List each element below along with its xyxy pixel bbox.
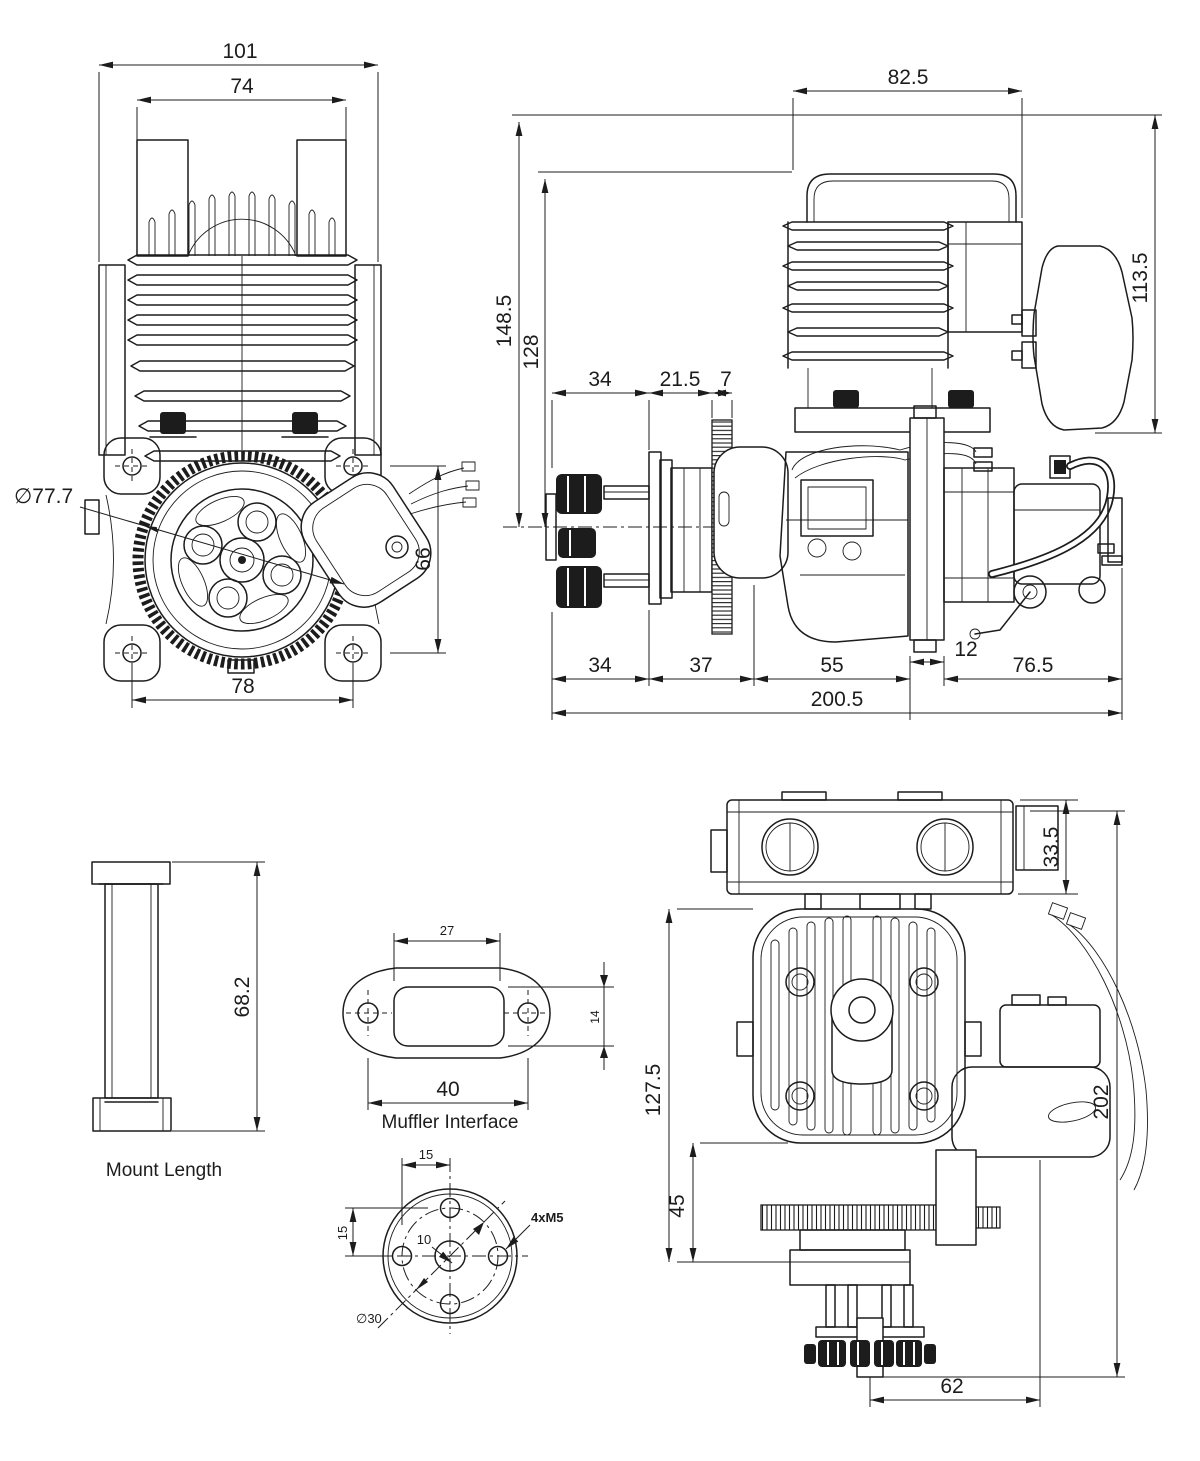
dim-thread-callout: 4xM5	[531, 1210, 564, 1225]
mount-bolt-left	[160, 412, 186, 434]
muffler-view-label: Muffler Interface	[382, 1112, 519, 1133]
dim-center-bore: 10	[417, 1232, 431, 1247]
muffler-interface-view: 27 14 40 Muffler Interface	[342, 923, 614, 1133]
side-view: 148.5 128 82.5 113.5 34 21.5 7 12 34 37	[493, 66, 1162, 720]
dim-seg-case: 55	[820, 654, 843, 677]
dim-upper-width: 82.5	[888, 66, 929, 89]
cylinder-front	[127, 139, 358, 462]
cylinder-head-top	[736, 908, 982, 1144]
dim-hub-length: 21.5	[660, 368, 701, 391]
dim-total-height: 148.5	[493, 295, 516, 348]
crankcase-side	[779, 405, 1015, 653]
dim-port-width: 27	[440, 923, 454, 938]
dim-ignition-height: 66	[412, 547, 435, 570]
dim-bolt-circle: ∅30	[356, 1311, 382, 1326]
ignition-module-top	[951, 902, 1148, 1191]
dim-muffler-height: 113.5	[1129, 253, 1152, 304]
dim-mount-length: 68.2	[231, 977, 254, 1018]
mount-bolt-right	[292, 412, 318, 434]
dim-cylinder-height: 128	[520, 334, 543, 369]
dim-gear-offset: 45	[666, 1194, 689, 1217]
hub-pattern	[372, 1158, 528, 1334]
prop-standoffs-side	[545, 474, 650, 608]
dim-mount-hole-spacing: 78	[231, 675, 254, 698]
dim-shaft-offset: 62	[940, 1375, 963, 1398]
dim-port-height: 14	[588, 1010, 602, 1024]
dim-front-upper-width: 74	[230, 75, 254, 98]
carburetor-side	[969, 455, 1123, 640]
dim-standoff-length-top: 34	[588, 368, 612, 391]
muffler-flange	[342, 967, 551, 1059]
top-dimensions: 33.5 127.5 45 202 62	[642, 799, 1125, 1407]
dim-seg-plate: 12	[954, 638, 977, 661]
dim-carb-height: 33.5	[1040, 827, 1063, 868]
top-view: 33.5 127.5 45 202 62	[642, 791, 1148, 1407]
ignition-module-front	[300, 461, 480, 608]
dim-gear-diameter: ∅77.7	[14, 485, 73, 508]
mount-dimensions: 68.2 Mount Length	[106, 861, 265, 1181]
dim-head-length: 127.5	[642, 1064, 665, 1117]
hub-dimensions: 15 15 10 4xM5 ∅30	[335, 1147, 564, 1326]
carb-block-top	[710, 791, 1059, 910]
dim-bolt-spacing: 40	[436, 1078, 459, 1101]
hub-pattern-view: 15 15 10 4xM5 ∅30	[335, 1147, 564, 1334]
dim-bolt-offset-y: 15	[335, 1226, 350, 1240]
dim-seg-standoff: 34	[588, 654, 612, 677]
mount-standoff	[91, 861, 172, 1132]
mount-view: 68.2 Mount Length	[91, 861, 265, 1181]
dim-overall-length: 200.5	[811, 688, 864, 711]
prop-hub-front	[170, 488, 314, 674]
side-dimensions: 148.5 128 82.5 113.5 34 21.5 7 12 34 37	[493, 66, 1162, 720]
front-view: 101 74 ∅77.7 66 78	[14, 40, 480, 708]
ignition-cover-side	[713, 446, 789, 579]
gear-and-shaft-top	[760, 1149, 1001, 1378]
dim-seg-rear: 76.5	[1013, 654, 1054, 677]
front-dimensions: 101 74 ∅77.7 66 78	[14, 40, 446, 708]
muffler-dimensions: 27 14 40 Muffler Interface	[367, 923, 614, 1133]
dim-seg-hub: 37	[689, 654, 712, 677]
dim-overall-height-top: 202	[1090, 1084, 1113, 1119]
muffler-side	[1011, 245, 1134, 431]
dim-front-overall-width: 101	[222, 40, 257, 63]
dim-bolt-offset-x: 15	[419, 1147, 433, 1162]
dim-gear-thickness: 7	[720, 368, 732, 391]
mount-view-label: Mount Length	[106, 1160, 222, 1181]
cylinder-side	[782, 173, 1023, 433]
mount-lugs	[103, 437, 382, 682]
